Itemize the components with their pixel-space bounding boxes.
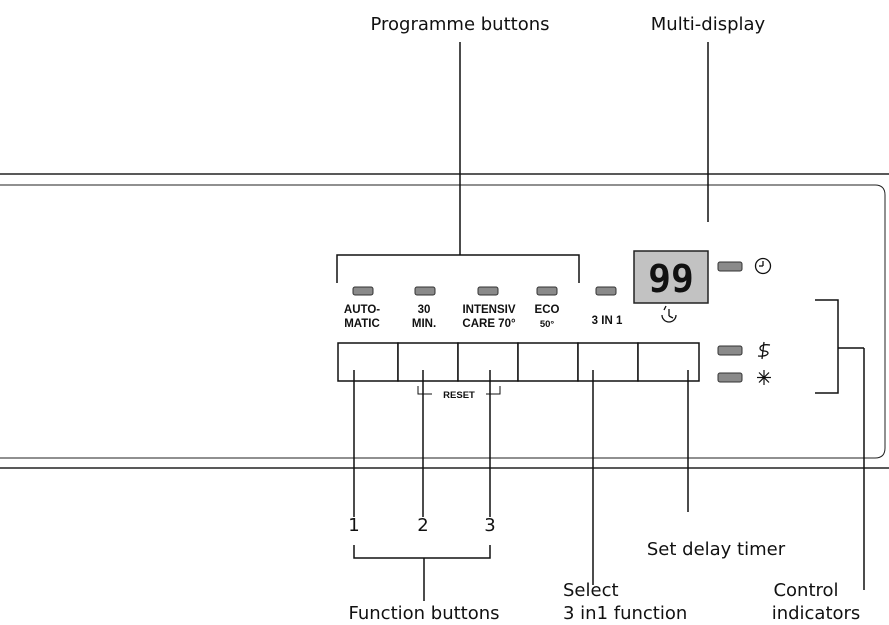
set-delay-timer-label: Set delay timer [647, 539, 786, 560]
programme-indicator-lights [352, 286, 617, 296]
30min-label-line1: 30 [418, 304, 431, 316]
30min-button[interactable] [397, 342, 459, 382]
select-3in1-label-line2: 3 in1 function [563, 603, 687, 624]
delay-timer-button[interactable] [637, 342, 700, 382]
function-number-2: 2 [417, 515, 428, 536]
intensiv-label-line2: CARE 70° [462, 318, 516, 330]
button-row [337, 342, 700, 382]
control-indicators-label-line2: indicators [772, 603, 861, 624]
intensiv-label-line1: INTENSIV [462, 304, 515, 316]
rinse-aid-indicator-light [717, 345, 743, 356]
control-indicators-label-line1: Control [773, 580, 838, 601]
multi-display-label: Multi-display [651, 14, 766, 35]
multi-display: 99 [633, 250, 709, 304]
function-buttons-bracket [353, 545, 491, 601]
multi-display-value: 99 [648, 257, 694, 301]
control-indicators-bracket [815, 299, 865, 590]
salt-indicator-light [717, 372, 743, 383]
clock-indicator-light [717, 261, 743, 272]
indicator-light-3in1 [595, 286, 617, 296]
3in1-label: 3 IN 1 [592, 315, 623, 327]
indicator-light-30min [414, 286, 436, 296]
automatic-label-line2: MATIC [344, 318, 380, 330]
function-buttons-label: Function buttons [348, 603, 499, 624]
automatic-button[interactable] [337, 342, 399, 382]
reset-label: RESET [443, 390, 475, 401]
automatic-label-line1: AUTO- [344, 304, 380, 316]
intensiv-care-button[interactable] [457, 342, 519, 382]
programme-buttons-bracket [336, 42, 580, 283]
function-leaders [353, 370, 491, 517]
indicator-light-intensiv [477, 286, 499, 296]
indicator-light-eco [536, 286, 558, 296]
function-number-3: 3 [484, 515, 495, 536]
select-3in1-label-line1: Select [563, 580, 619, 601]
function-number-1: 1 [348, 515, 359, 536]
indicator-light-automatic [352, 286, 374, 296]
3in1-button[interactable] [577, 342, 639, 382]
eco-button[interactable] [517, 342, 579, 382]
control-panel [0, 173, 889, 469]
30min-label-line2: MIN. [412, 318, 436, 330]
clock-icon [754, 257, 772, 275]
eco-label-line2: 50° [540, 319, 555, 330]
eco-label-line1: ECO [535, 304, 560, 316]
salt-icon [757, 370, 771, 385]
programme-buttons-label: Programme buttons [370, 14, 549, 35]
delay-timer-icon [661, 305, 677, 323]
rinse-aid-icon [757, 341, 771, 360]
